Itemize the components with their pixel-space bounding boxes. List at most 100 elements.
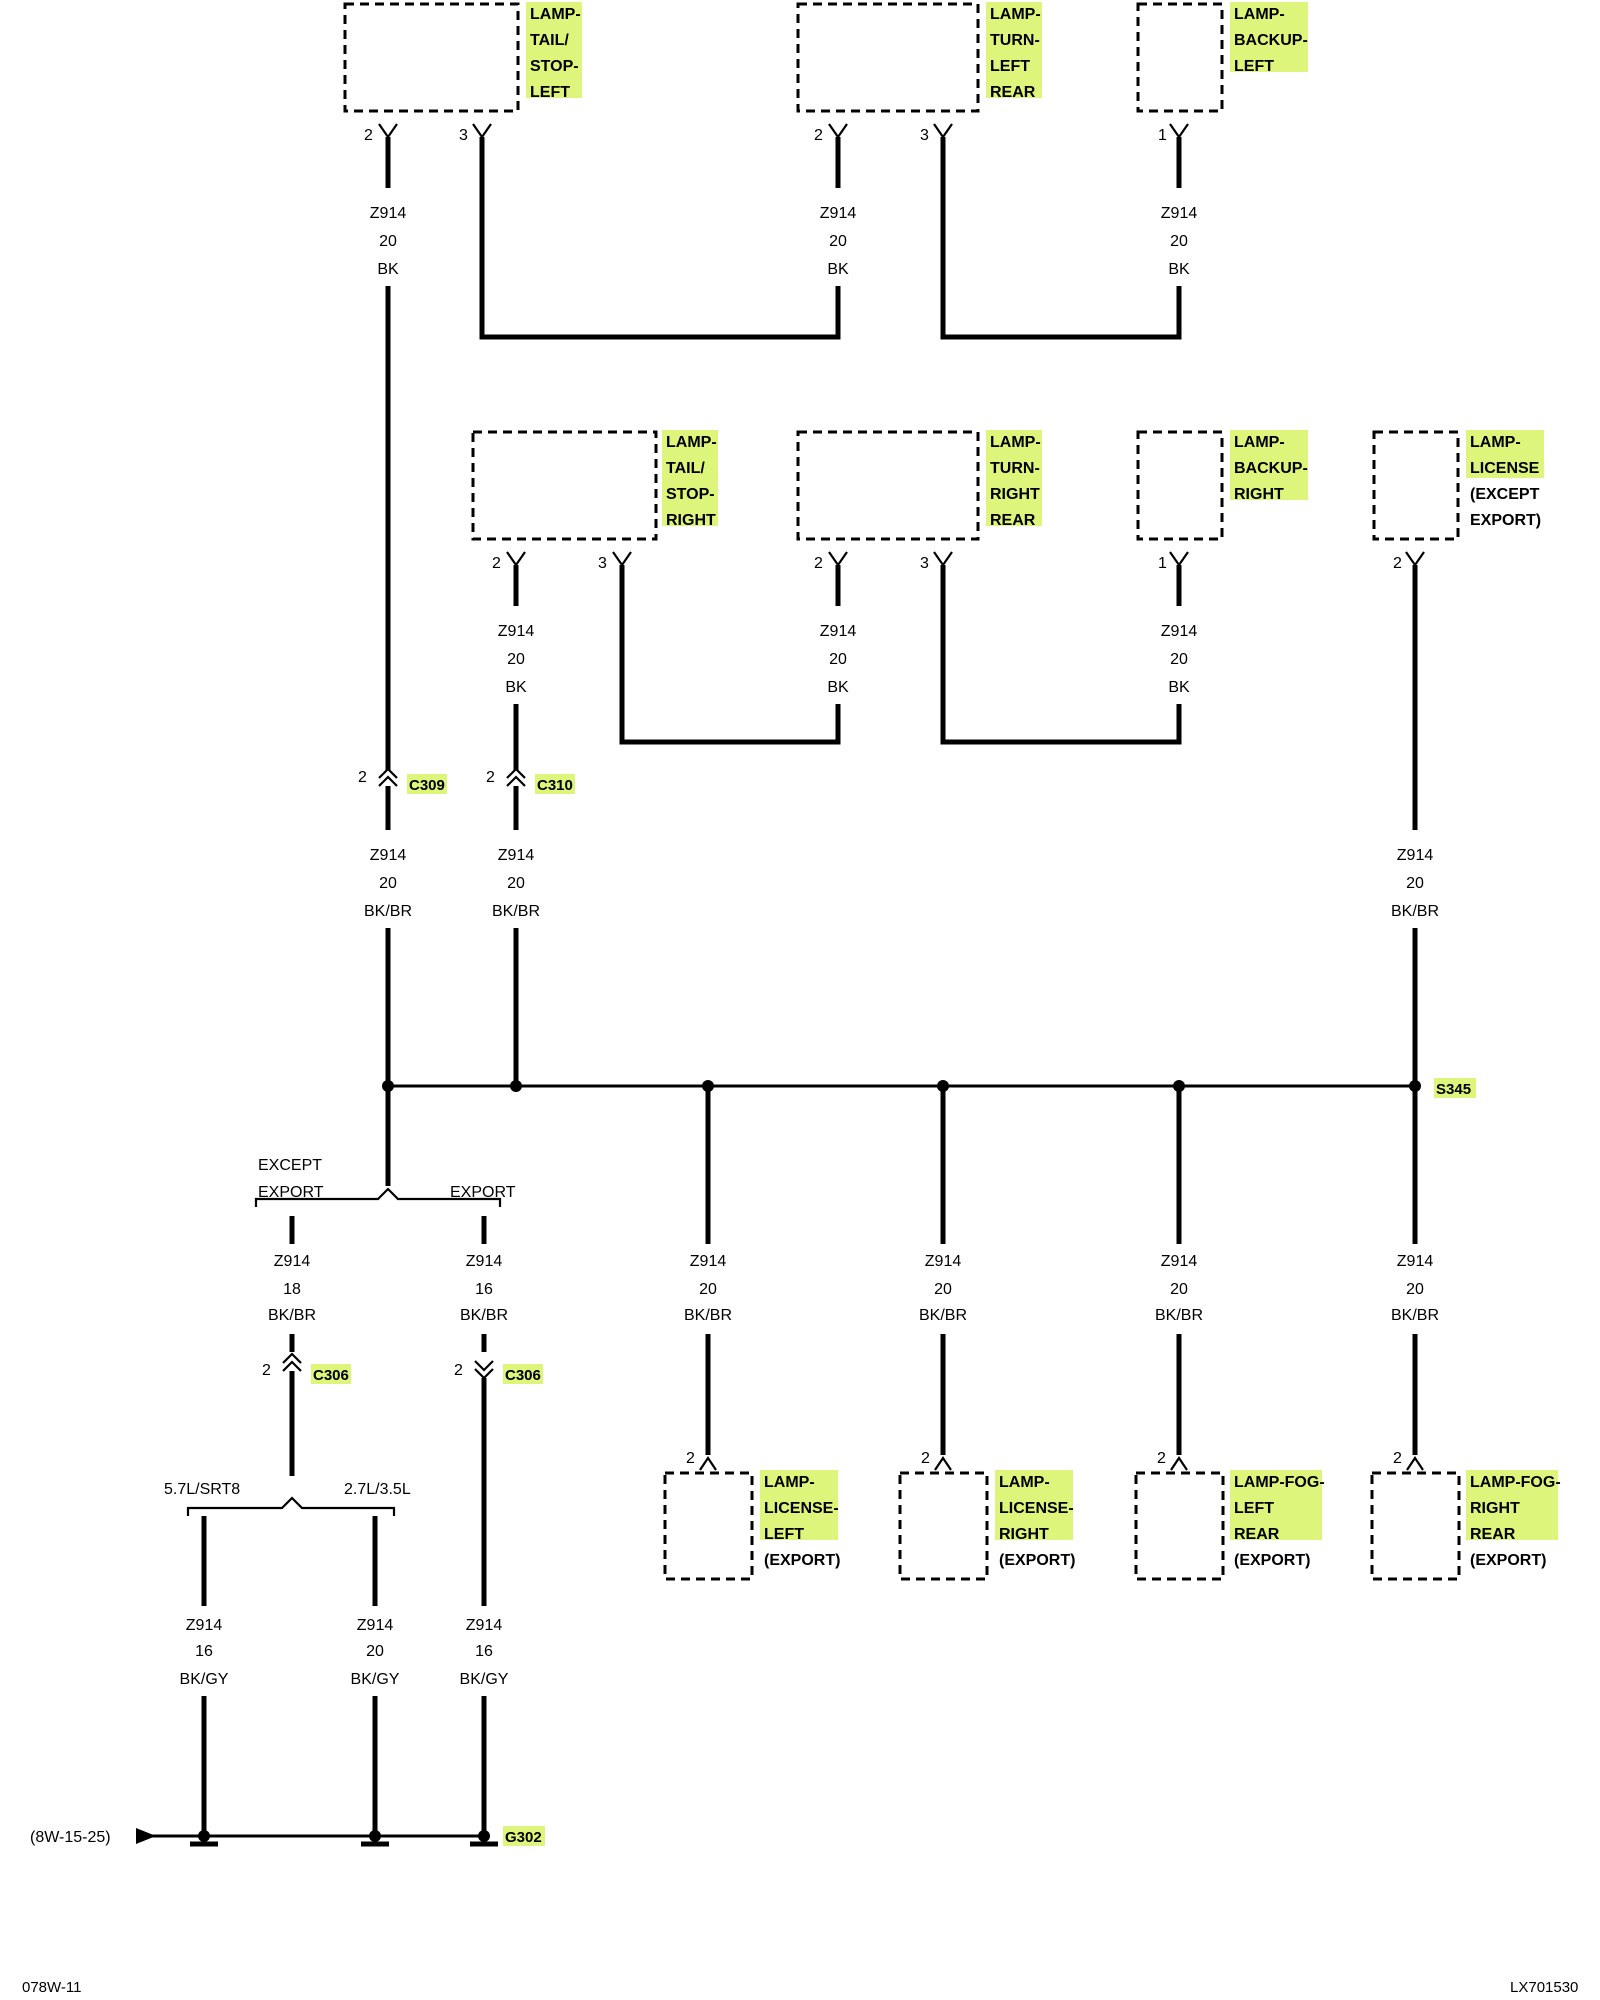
svg-text:2: 2 xyxy=(814,555,823,572)
svg-text:20: 20 xyxy=(829,233,847,250)
svg-text:LEFT: LEFT xyxy=(1234,58,1274,75)
c306-left-label: C306 xyxy=(313,1367,349,1384)
license-right-export-lamp-box xyxy=(898,1471,989,1581)
svg-text:Z914: Z914 xyxy=(1161,1253,1198,1270)
license-left-export-lamp-box xyxy=(663,1471,754,1581)
svg-text:(EXPORT): (EXPORT) xyxy=(1234,1552,1310,1569)
export-branch-label: EXPORT xyxy=(450,1184,516,1201)
except-export-branch-bracket xyxy=(254,1187,502,1207)
figure-id-label: LX701530 xyxy=(1510,1979,1578,1996)
c306-connector-left-symbol xyxy=(282,1352,302,1372)
fog-left-rear-export-label: LAMP-FOG- xyxy=(1234,1474,1325,1491)
branch-wire-labels: Z914 18 BK/BR Z914 16 BK/BR xyxy=(268,1253,508,1324)
svg-text:BK/GY: BK/GY xyxy=(460,1671,509,1688)
tail-stop-left-lamp-box xyxy=(343,2,520,113)
svg-text:20: 20 xyxy=(366,1643,384,1660)
svg-text:20: 20 xyxy=(1170,651,1188,668)
svg-text:BK/BR: BK/BR xyxy=(460,1307,508,1324)
license-except-export-label: LAMP- xyxy=(1470,434,1521,451)
svg-text:LICENSE-: LICENSE- xyxy=(999,1500,1074,1517)
svg-text:20: 20 xyxy=(829,651,847,668)
svg-text:Z914: Z914 xyxy=(186,1617,223,1634)
svg-text:EXPORT: EXPORT xyxy=(258,1184,324,1201)
svg-text:18: 18 xyxy=(283,1281,301,1298)
svg-text:LEFT: LEFT xyxy=(530,84,570,101)
svg-text:TURN-: TURN- xyxy=(990,32,1040,49)
fog-right-rear-export-label: LAMP-FOG- xyxy=(1470,1474,1561,1491)
svg-text:Z914: Z914 xyxy=(925,1253,962,1270)
turn-right-rear-lamp-box xyxy=(796,430,980,541)
top-row-pins xyxy=(378,123,1189,139)
license-right-export-label: LAMP- xyxy=(999,1474,1050,1491)
svg-text:3: 3 xyxy=(920,127,929,144)
fog-right-rear-export-lamp-box xyxy=(1370,1471,1461,1581)
svg-text:Z914: Z914 xyxy=(820,205,857,222)
svg-text:STOP-: STOP- xyxy=(530,58,579,75)
svg-text:Z914: Z914 xyxy=(1161,623,1198,640)
svg-text:Z914: Z914 xyxy=(274,1253,311,1270)
svg-text:2: 2 xyxy=(1157,1450,1166,1467)
svg-text:20: 20 xyxy=(1406,1281,1424,1298)
svg-text:20: 20 xyxy=(379,875,397,892)
svg-text:RIGHT: RIGHT xyxy=(1234,486,1284,503)
svg-text:BK/BR: BK/BR xyxy=(492,903,540,920)
svg-text:20: 20 xyxy=(1406,875,1424,892)
svg-text:(EXCEPT: (EXCEPT xyxy=(1470,486,1540,503)
turn-left-rear-lamp-box xyxy=(796,2,980,113)
svg-text:2: 2 xyxy=(1393,1450,1402,1467)
ground-bus xyxy=(136,1828,498,1847)
svg-text:BK/BR: BK/BR xyxy=(919,1307,967,1324)
c309-connector-symbol xyxy=(378,767,398,787)
svg-text:TAIL/: TAIL/ xyxy=(530,32,569,49)
svg-text:LEFT: LEFT xyxy=(1234,1500,1274,1517)
c310-label: C310 xyxy=(537,777,573,794)
second-row-wire-labels: Z914 20 BK Z914 20 BK Z914 20 BK xyxy=(498,623,1198,696)
svg-text:20: 20 xyxy=(699,1281,717,1298)
svg-text:2: 2 xyxy=(814,127,823,144)
splice-bus xyxy=(382,1080,1421,1092)
svg-text:RIGHT: RIGHT xyxy=(990,486,1040,503)
g302-ground-label: G302 xyxy=(505,1829,542,1846)
tail-stop-left-label: LAMP- xyxy=(530,6,581,23)
c310-connector-symbol xyxy=(506,767,526,787)
svg-text:20: 20 xyxy=(507,651,525,668)
engine-b-label: 2.7L/3.5L xyxy=(344,1481,411,1498)
top-row-wires xyxy=(385,137,1182,770)
svg-text:20: 20 xyxy=(379,233,397,250)
c306-connector-right-symbol xyxy=(474,1360,494,1380)
svg-text:Z914: Z914 xyxy=(370,205,407,222)
svg-text:REAR: REAR xyxy=(990,84,1036,101)
top-row-wire-labels: Z914 20 BK Z914 20 BK Z914 20 BK xyxy=(370,205,1198,278)
s345-splice-label: S345 xyxy=(1436,1081,1471,1098)
svg-text:BK: BK xyxy=(827,261,849,278)
svg-text:BK: BK xyxy=(827,679,849,696)
svg-text:LEFT: LEFT xyxy=(764,1526,804,1543)
svg-text:16: 16 xyxy=(475,1643,493,1660)
svg-text:REAR: REAR xyxy=(990,512,1036,529)
turn-left-rear-label: LAMP- xyxy=(990,6,1041,23)
svg-text:20: 20 xyxy=(507,875,525,892)
svg-text:2: 2 xyxy=(358,769,367,786)
svg-text:2: 2 xyxy=(1393,555,1402,572)
svg-text:BK/BR: BK/BR xyxy=(684,1307,732,1324)
svg-text:1: 1 xyxy=(1158,555,1167,572)
svg-text:3: 3 xyxy=(459,127,468,144)
svg-text:Z914: Z914 xyxy=(357,1617,394,1634)
svg-text:BACKUP-: BACKUP- xyxy=(1234,32,1308,49)
mid-wires xyxy=(385,786,1418,1085)
svg-text:STOP-: STOP- xyxy=(666,486,715,503)
svg-text:(EXPORT): (EXPORT) xyxy=(764,1552,840,1569)
svg-text:BK/GY: BK/GY xyxy=(180,1671,229,1688)
svg-text:Z914: Z914 xyxy=(498,847,535,864)
svg-text:Z914: Z914 xyxy=(1397,847,1434,864)
license-left-export-label: LAMP- xyxy=(764,1474,815,1491)
svg-text:Z914: Z914 xyxy=(1397,1253,1434,1270)
svg-text:BK/BR: BK/BR xyxy=(364,903,412,920)
tail-stop-right-lamp-box xyxy=(471,430,658,541)
svg-text:Z914: Z914 xyxy=(498,623,535,640)
svg-text:Z914: Z914 xyxy=(820,623,857,640)
svg-text:BK/BR: BK/BR xyxy=(268,1307,316,1324)
engine-a-label: 5.7L/SRT8 xyxy=(164,1481,240,1498)
svg-text:BK/BR: BK/BR xyxy=(1391,1307,1439,1324)
